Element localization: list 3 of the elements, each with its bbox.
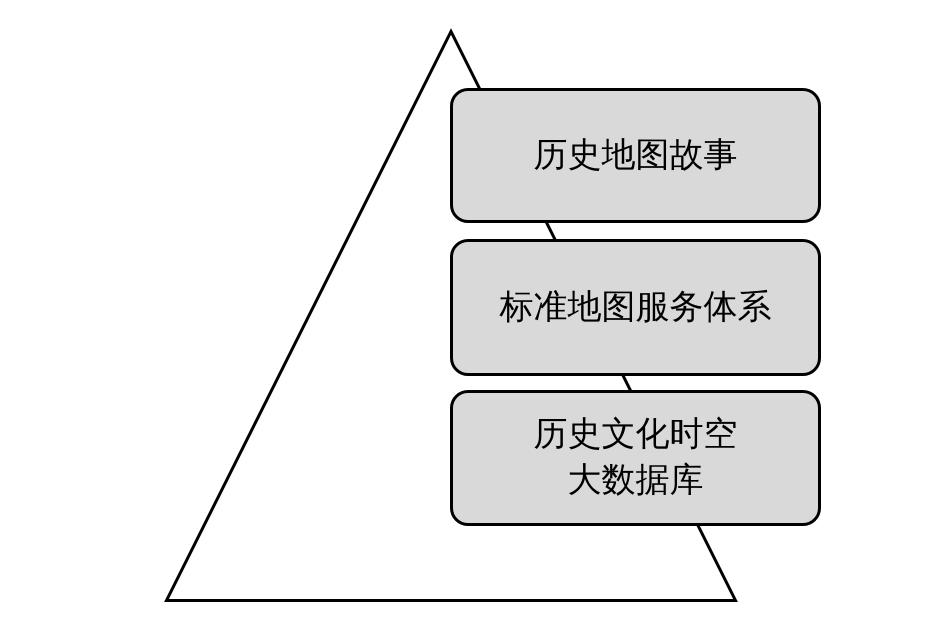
layer-box: 标准地图服务体系: [450, 239, 821, 376]
layer-box: 历史文化时空大数据库: [450, 390, 821, 526]
layer-box: 历史地图故事: [450, 88, 821, 223]
